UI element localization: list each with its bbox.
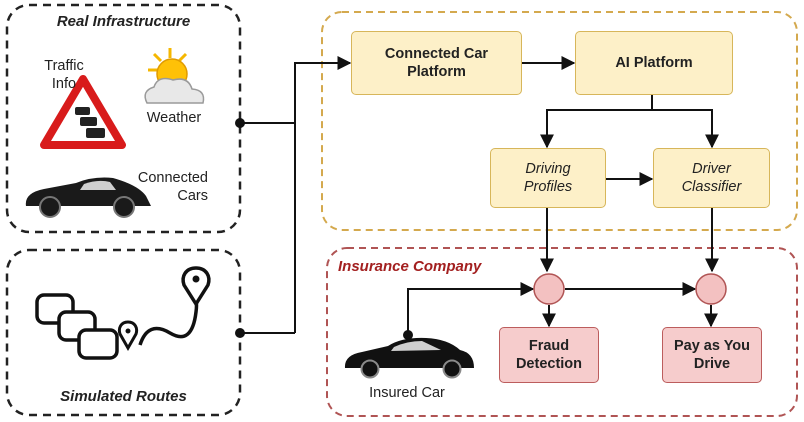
simulated-routes-title: Simulated Routes (60, 388, 187, 405)
junction-dot-real (235, 118, 245, 128)
junction-dot-simulated (235, 328, 245, 338)
fraud-merge-junction (533, 273, 565, 305)
route-pin-icon (117, 266, 211, 352)
real-infrastructure-title: Real Infrastructure (56, 13, 191, 30)
source-connectors (240, 56, 352, 334)
insurance-company-title: Insurance Company (338, 258, 482, 275)
insurance-company-group (326, 247, 798, 417)
payd-merge-junction (695, 273, 727, 305)
weather-label: Weather (146, 110, 202, 126)
connected-cars-label: Connected Cars (137, 170, 208, 204)
sports-car-icon (25, 177, 151, 218)
platform-group (321, 11, 798, 231)
insured-car-label: Insured Car (369, 385, 445, 401)
fraud-detection-node: Fraud Detection (499, 327, 599, 383)
driver-classifier-node: Driver Classifier (653, 148, 770, 208)
connected-car-platform-node: Connected Car Platform (351, 31, 522, 95)
ai-platform-node: AI Platform (575, 31, 733, 95)
traffic-warning-sign-icon (40, 75, 126, 149)
pay-as-you-drive-node: Pay as You Drive (662, 327, 762, 383)
traffic-info-label: Traffic Info (44, 58, 84, 92)
weather-sun-cloud-icon (144, 48, 205, 104)
insured-car-connector-dot (403, 330, 413, 340)
sedan-car-icon (344, 337, 474, 379)
traffic-jam-icon (35, 293, 119, 360)
driving-profiles-node: Driving Profiles (490, 148, 606, 208)
platform-connectors (407, 56, 719, 335)
